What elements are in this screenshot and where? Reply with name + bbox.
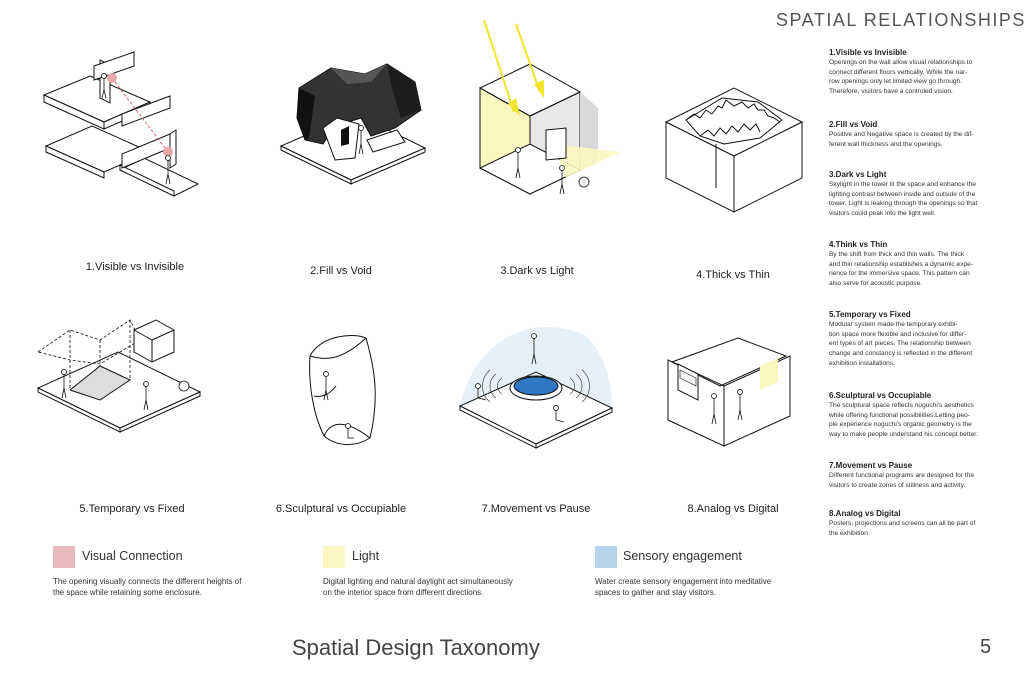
legend-label-visual-connection: Visual Connection: [82, 549, 183, 563]
description-6: 6.Sculptural vs Occupiable The sculptura…: [829, 391, 1009, 440]
description-title: 7.Movement vs Pause: [829, 461, 1009, 470]
description-line: change and constancy is reflected in the…: [829, 350, 972, 357]
description-5: 5.Temporary vs Fixed Modular system made…: [829, 310, 1009, 369]
legend-line: the space while retaining some enclosure…: [53, 588, 202, 597]
figure-caption-3: 3.Dark vs Light: [500, 265, 573, 277]
description-title: 8.Analog vs Digital: [829, 509, 1009, 518]
legend-swatch-light: [323, 546, 345, 568]
legend-text-light: Digital lighting and natural daylight ac…: [323, 576, 563, 598]
skylight-tower-icon: [470, 18, 640, 218]
description-7: 7.Movement vs Pause Different functional…: [829, 461, 1009, 490]
description-title: 2.Fill vs Void: [829, 120, 1009, 129]
legend-line: Water create sensory engagement into med…: [595, 577, 771, 586]
description-line: By the shift from thick and thin walls. …: [829, 251, 964, 258]
description-line: visitors could peak into the light well.: [829, 210, 936, 217]
legend-text-visual-connection: The opening visually connects the differ…: [53, 576, 293, 598]
description-title: 5.Temporary vs Fixed: [829, 310, 1009, 319]
legend-line: Digital lighting and natural daylight ac…: [323, 577, 513, 586]
description-line: rience for the immersive space. This pat…: [829, 270, 970, 277]
description-line: tion space more flexible and inclusive f…: [829, 331, 966, 338]
stacked-floors-visual-line-icon: [38, 50, 198, 200]
legend-line: The opening visually connects the differ…: [53, 577, 241, 586]
description-line: connect different floors vertically. Whi…: [829, 69, 967, 76]
description-line: way to make people understand his concep…: [829, 431, 978, 438]
description-line: tower. Light is leaking through the open…: [829, 200, 977, 207]
figure-caption-7: 7.Movement vs Pause: [482, 503, 591, 515]
figure-caption-2: 2.Fill vs Void: [310, 265, 372, 277]
description-title: 4.Think vs Thin: [829, 240, 1009, 249]
figure-caption-6: 6.Sculptural vs Occupiable: [276, 503, 406, 515]
figure-caption-8: 8.Analog vs Digital: [687, 503, 778, 515]
description-line: Different functional programs are design…: [829, 472, 974, 479]
description-line: the exhibition: [829, 530, 868, 537]
description-3: 3.Dark vs Light Skylight in the tower li…: [829, 170, 1009, 219]
description-line: Therefore, visitors have a controled vis…: [829, 88, 953, 95]
legend-line: spaces to gather and stay visitors.: [595, 588, 716, 597]
legend-line: on the interior space from different dir…: [323, 588, 483, 597]
description-2: 2.Fill vs Void Positive and Negative spa…: [829, 120, 1009, 149]
description-line: Openings on the wall allow visual relati…: [829, 59, 972, 66]
description-line: Modular system made the temporary exhibi…: [829, 321, 958, 328]
description-line: while offering functional possibilities.…: [829, 412, 970, 419]
description-line: ent types of art pieces. The relationshi…: [829, 340, 971, 347]
description-line: ferent wall thickness and the openings.: [829, 141, 943, 148]
description-line: exhibition installations.: [829, 360, 895, 367]
description-line: ple experience noguchi's organic geometr…: [829, 421, 972, 428]
description-line: visitors to create zones of stillness an…: [829, 482, 965, 489]
description-line: Positive and Negative space is created b…: [829, 131, 973, 138]
figure-caption-5: 5.Temporary vs Fixed: [79, 503, 184, 515]
fountain-pause-icon: [456, 316, 616, 466]
dark-cave-room-icon: [275, 48, 435, 188]
description-line: Skylight in the tower lit the space and …: [829, 181, 976, 188]
description-title: 3.Dark vs Light: [829, 170, 1009, 179]
legend-swatch-sensory-engagement: [595, 546, 617, 568]
modular-frame-icon: [30, 300, 210, 450]
figure-caption-1: 1.Visible vs Invisible: [86, 261, 184, 273]
legend-text-sensory-engagement: Water create sensory engagement into med…: [595, 576, 835, 598]
description-line: also serve for acoustic purpose.: [829, 280, 922, 287]
description-1: 1.Visible vs Invisible Openings on the w…: [829, 48, 1009, 97]
description-title: 1.Visible vs Invisible: [829, 48, 1009, 57]
description-line: and thin relationship establishes a dyna…: [829, 261, 973, 268]
footer-title: Spatial Design Taxonomy: [292, 635, 540, 661]
description-line: row openings only let limited view go th…: [829, 78, 962, 85]
page-number: 5: [980, 636, 991, 659]
description-line: Posters, projections and screens can all…: [829, 520, 975, 527]
legend-label-sensory-engagement: Sensory engagement: [623, 549, 742, 563]
page-title: SPATIAL RELATIONSHIPS: [776, 10, 1024, 31]
legend-swatch-visual-connection: [53, 546, 75, 568]
description-line: The sculptural space reflects noguchi's …: [829, 402, 974, 409]
sculptural-shell-icon: [300, 326, 390, 466]
description-line: lighting contrast between inside and out…: [829, 191, 975, 198]
gallery-screen-icon: [664, 336, 794, 456]
legend-label-light: Light: [352, 549, 379, 563]
description-4: 4.Think vs Thin By the shift from thick …: [829, 240, 1009, 289]
thick-wall-void-icon: [660, 80, 810, 220]
description-title: 6.Sculptural vs Occupiable: [829, 391, 1009, 400]
figure-caption-4: 4.Thick vs Thin: [696, 269, 770, 281]
description-8: 8.Analog vs Digital Posters, projections…: [829, 509, 1009, 538]
